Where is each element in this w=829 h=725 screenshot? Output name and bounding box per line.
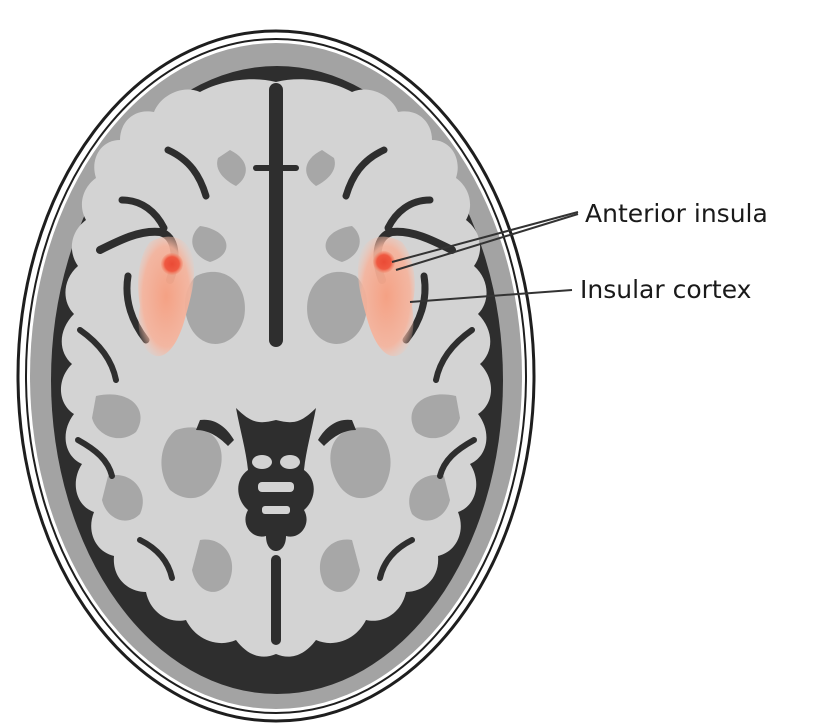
midbrain-inner-left — [252, 455, 272, 469]
left-anterior-insula — [161, 253, 183, 275]
midbrain-inner-band-2 — [262, 506, 290, 514]
brain-axial-section-icon — [18, 31, 534, 721]
insular-cortex-label: Insular cortex — [580, 275, 751, 304]
right-anterior-insula — [373, 251, 395, 273]
midbrain-inner-band — [258, 482, 294, 492]
midbrain-inner-right — [280, 455, 300, 469]
anterior-insula-label: Anterior insula — [585, 199, 768, 228]
